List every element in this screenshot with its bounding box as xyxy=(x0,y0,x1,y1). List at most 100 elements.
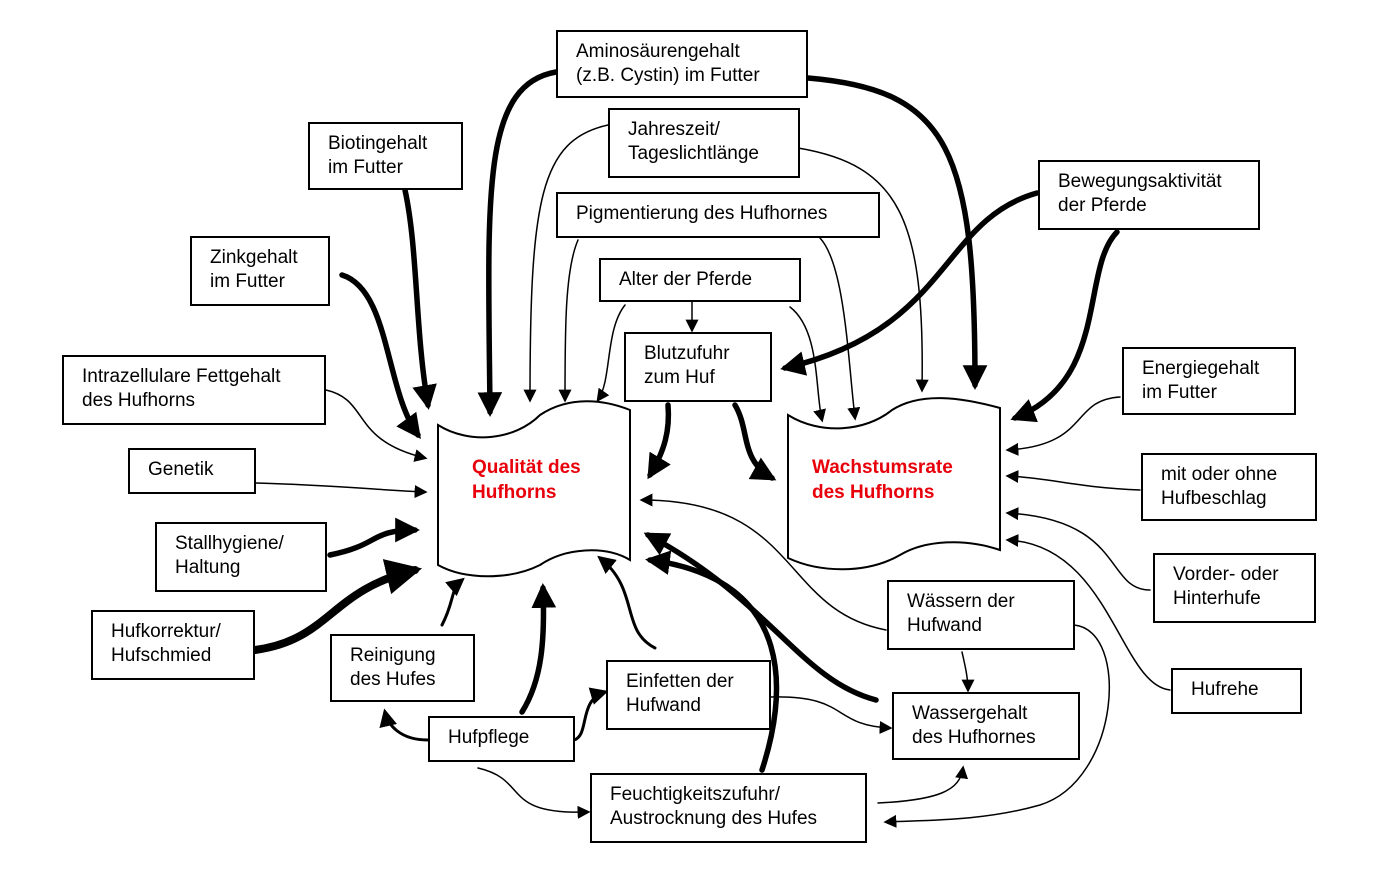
factor-box-fat: Intrazellulare Fettgehalt des Hufhorns xyxy=(62,355,326,425)
factor-movement-line1: Bewegungsaktivität xyxy=(1058,171,1222,192)
factor-water-line1: Wassergehalt xyxy=(912,703,1028,724)
factor-movement-line2: der Pferde xyxy=(1058,195,1147,216)
growth-label-line1: Wachstumsrate xyxy=(812,457,953,478)
arrow-season-growth xyxy=(797,147,929,393)
arrow-age-quality xyxy=(596,304,626,403)
arrow-care-greasing xyxy=(572,687,609,742)
factor-greasing-line1: Einfetten der xyxy=(626,671,734,692)
factor-box-amino: Aminosäurengehalt (z.B. Cystin) im Futte… xyxy=(556,30,808,98)
factor-season-line1: Jahreszeit/ xyxy=(628,119,720,140)
arrow-moisture-water xyxy=(877,765,969,804)
factor-zinc-line2: im Futter xyxy=(210,271,285,292)
factor-box-watering: Wässern der Hufwand xyxy=(887,580,1075,650)
arrow-amino-growth xyxy=(805,75,988,390)
arrow-genetics-quality xyxy=(255,482,428,499)
factor-box-shoe: mit oder ohne Hufbeschlag xyxy=(1141,453,1317,521)
arrow-laminitis-growth xyxy=(1005,534,1171,691)
factor-box-cleaning: Reinigung des Hufes xyxy=(330,634,475,702)
arrow-care-moisture xyxy=(477,767,591,819)
factor-fat-line2: des Hufhorns xyxy=(82,390,196,411)
factor-season-line2: Tageslichtlänge xyxy=(628,143,759,164)
factor-frontback-line1: Vorder- oder xyxy=(1173,564,1279,585)
growth-label: Wachstumsrate des Hufhorns xyxy=(812,455,953,505)
thin-arrows xyxy=(255,124,1171,828)
factor-laminitis-line1: Hufrehe xyxy=(1191,679,1259,700)
arrow-cleaning-quality xyxy=(440,577,465,627)
factor-amino-line1: Aminosäurengehalt xyxy=(576,41,740,62)
quality-label: Qualität des Hufhorns xyxy=(472,455,581,505)
quality-label-line1: Qualität des xyxy=(472,457,581,478)
factor-fat-line1: Intrazellulare Fettgehalt xyxy=(82,366,281,387)
factor-box-genetics: Genetik xyxy=(128,448,256,494)
arrow-greasing-water xyxy=(769,696,893,734)
factor-box-biotin: Biotingehalt im Futter xyxy=(308,122,463,190)
factor-energy-line1: Energiegehalt xyxy=(1142,358,1260,379)
factor-box-zinc: Zinkgehalt im Futter xyxy=(190,236,330,306)
factor-cleaning-line2: des Hufes xyxy=(350,669,436,690)
arrow-pigment-quality xyxy=(558,239,579,403)
arrow-watering-water xyxy=(961,651,975,693)
arrow-correction-quality xyxy=(251,559,423,654)
factor-shoe-line2: Hufbeschlag xyxy=(1161,488,1267,509)
factor-pigment-line1: Pigmentierung des Hufhornes xyxy=(576,203,828,224)
factor-stable-line2: Haltung xyxy=(175,557,241,578)
factor-box-care: Hufpflege xyxy=(428,716,575,762)
factor-frontback-line2: Hinterhufe xyxy=(1173,588,1261,609)
arrow-moisture-quality xyxy=(645,550,780,773)
factor-box-movement: Bewegungsaktivität der Pferde xyxy=(1038,160,1260,230)
factor-biotin-line2: im Futter xyxy=(328,157,403,178)
factor-zinc-line1: Zinkgehalt xyxy=(210,247,298,268)
arrow-season-quality xyxy=(523,124,609,403)
arrow-biotin-quality xyxy=(402,187,437,410)
factor-energy-line2: im Futter xyxy=(1142,382,1217,403)
arrow-care-cleaning xyxy=(379,708,430,742)
factor-moisture-line2: Austrocknung des Hufes xyxy=(610,808,818,829)
arrow-movement-growth xyxy=(1010,229,1120,423)
factor-box-pigment: Pigmentierung des Hufhornes xyxy=(556,192,880,238)
arrow-shoe-growth xyxy=(1005,470,1141,491)
arrow-watering-quality xyxy=(639,493,887,631)
factor-box-frontback: Vorder- oder Hinterhufe xyxy=(1153,553,1316,623)
factor-care-line1: Hufpflege xyxy=(448,727,530,748)
arrow-pigment-growth xyxy=(819,237,861,421)
arrow-greasing-quality xyxy=(597,555,657,650)
arrow-stable-quality xyxy=(327,517,420,558)
growth-label-line2: des Hufhorns xyxy=(812,482,935,503)
factor-correction-line2: Hufschmied xyxy=(111,645,212,666)
factor-box-greasing: Einfetten der Hufwand xyxy=(606,660,771,730)
factor-box-water: Wassergehalt des Hufhornes xyxy=(892,692,1080,760)
factor-watering-line1: Wässern der xyxy=(907,591,1015,612)
factor-greasing-line2: Hufwand xyxy=(626,695,701,716)
factor-box-season: Jahreszeit/ Tageslichtlänge xyxy=(608,108,800,178)
arrow-frontback-growth xyxy=(1005,507,1151,591)
arrow-watering-moisture xyxy=(883,624,1110,828)
arrow-blood-quality xyxy=(647,402,672,480)
factor-box-age: Alter der Pferde xyxy=(599,258,801,302)
factor-cleaning-line1: Reinigung xyxy=(350,645,436,666)
factor-genetics-line1: Genetik xyxy=(148,459,214,480)
arrow-blood-growth xyxy=(732,402,777,481)
factor-box-blood: Blutzufuhr zum Huf xyxy=(624,332,772,402)
factor-stable-line1: Stallhygiene/ xyxy=(175,533,284,554)
factor-biotin-line1: Biotingehalt xyxy=(328,133,428,154)
medium-arrows xyxy=(379,555,657,742)
factor-water-line2: des Hufhornes xyxy=(912,727,1036,748)
factor-watering-line2: Hufwand xyxy=(907,615,982,636)
factor-blood-line1: Blutzufuhr xyxy=(644,343,730,364)
factor-age-line1: Alter der Pferde xyxy=(619,269,753,290)
factor-box-energy: Energiegehalt im Futter xyxy=(1122,347,1296,415)
arrow-water-quality xyxy=(643,532,879,703)
arrow-movement-blood xyxy=(780,190,1040,376)
quality-label-line2: Hufhorns xyxy=(472,482,557,503)
factor-box-moisture: Feuchtigkeitszufuhr/ Austrocknung des Hu… xyxy=(590,773,867,843)
factor-correction-line1: Hufkorrektur/ xyxy=(111,621,221,642)
arrow-fat-quality xyxy=(325,389,428,462)
factor-amino-line2: (z.B. Cystin) im Futter xyxy=(576,65,760,86)
arrow-energy-growth xyxy=(1005,396,1121,456)
factor-moisture-line1: Feuchtigkeitszufuhr/ xyxy=(610,784,781,805)
quality-scroll-shape xyxy=(437,400,631,578)
factor-box-laminitis: Hufrehe xyxy=(1171,668,1302,714)
arrow-amino-quality xyxy=(477,69,559,417)
